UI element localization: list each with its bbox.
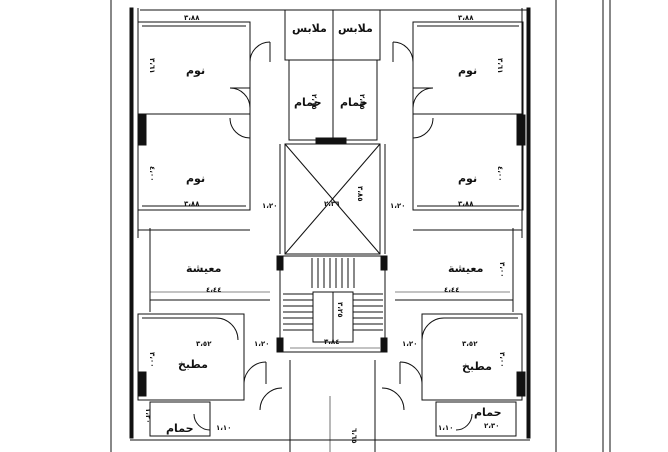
stair-treads-right (353, 293, 383, 331)
dim-lobby-left: ١،٢٠ (254, 340, 270, 348)
kitchen-left-outline (137, 313, 245, 401)
dim-bed-top-left-height: ٣،٦١ (148, 58, 156, 74)
window-right-mid (516, 114, 526, 146)
room-living-left: معيشة (186, 262, 222, 275)
stair-treads-top (311, 258, 355, 288)
dim-bath-bottom-left-height: ١،٢٠ (144, 408, 152, 424)
room-bed-top-right: نوم (458, 64, 478, 77)
dim-kitchen-left-height: ٣،٠٠ (148, 352, 156, 368)
wall-right-top (526, 7, 531, 239)
room-kitchen-left: مطبخ (178, 358, 208, 371)
dim-bed-mid-right-height: ٤،٠٠ (496, 166, 504, 182)
dim-living-right-width: ٤،٤٤ (444, 286, 460, 294)
kitchen-right-outline (421, 313, 523, 401)
room-bed-mid-left: نوم (186, 172, 206, 185)
dim-top-left-width: ٣،٨٨ (184, 14, 200, 22)
dim-bath-bottom-right-height: ٢،٣٠ (484, 422, 500, 430)
window-right-bottom (516, 371, 526, 397)
room-closet-left: ملابس (292, 22, 327, 35)
shaft (284, 143, 381, 255)
room-kitchen-right: مطبخ (462, 360, 492, 373)
bed-mid-right-outline (412, 113, 524, 211)
dim-living-right-height: ٣،٠٠ (498, 262, 506, 278)
room-bath-bottom-left: حمام (166, 422, 194, 435)
dim-living-left-width: ٤،٤٤ (206, 286, 222, 294)
dim-bath-bottom-right-width: ١،١٠ (438, 424, 454, 432)
dim-bed-mid-left-height: ٤،٠٠ (148, 166, 156, 182)
dim-top-right-width: ٣،٨٨ (458, 14, 474, 22)
dim-kitchen-right-height: ٣،٠٠ (498, 352, 506, 368)
dim-shaft-height: ٣،٨٥ (356, 186, 364, 202)
room-bath-top-right: حمام (340, 96, 368, 109)
stair-core (279, 255, 386, 353)
dim-bed-mid-left-width: ٣،٨٨ (184, 200, 200, 208)
stair-wall-left (276, 255, 284, 271)
wall-left-top (129, 7, 134, 239)
dim-bath-right-height: ٢،٦٥ (358, 94, 366, 110)
stair-treads-left (283, 293, 313, 331)
dim-stair-small: ٣،٢٥ (336, 302, 344, 318)
dim-bath-left-height: ٢،٦٥ (310, 94, 318, 110)
room-living-right: معيشة (448, 262, 484, 275)
dim-stair-width: ٣،٨٤ (324, 338, 340, 346)
room-bed-mid-right: نوم (458, 172, 478, 185)
dim-entry-height: ٦،٦٥ (350, 428, 358, 444)
room-bath-bottom-right: حمام (474, 406, 502, 419)
dim-bath-bottom-left-width: ١،١٠ (216, 424, 232, 432)
dim-corridor-left: ١،٢٠ (262, 202, 278, 210)
dim-kitchen-right-width: ٣،٥٢ (462, 340, 478, 348)
room-bath-top-left: حمام (294, 96, 322, 109)
dim-kitchen-left-width: ٣،٥٢ (196, 340, 212, 348)
stair-wall-right (380, 255, 388, 271)
dim-bed-top-right-height: ٣،٦١ (496, 58, 504, 74)
dim-shaft-width: ٢،٣٦ (324, 200, 340, 208)
room-closet-right: ملابس (338, 22, 373, 35)
dim-corridor-right: ١،٢٠ (390, 202, 406, 210)
window-left-bottom (137, 371, 147, 397)
dim-bed-mid-right-width: ٣،٨٨ (458, 200, 474, 208)
room-bed-top-left: نوم (186, 64, 206, 77)
window-left-mid (137, 114, 147, 146)
shaft-bar (315, 137, 347, 145)
dim-lobby-right: ١،٢٠ (402, 340, 418, 348)
